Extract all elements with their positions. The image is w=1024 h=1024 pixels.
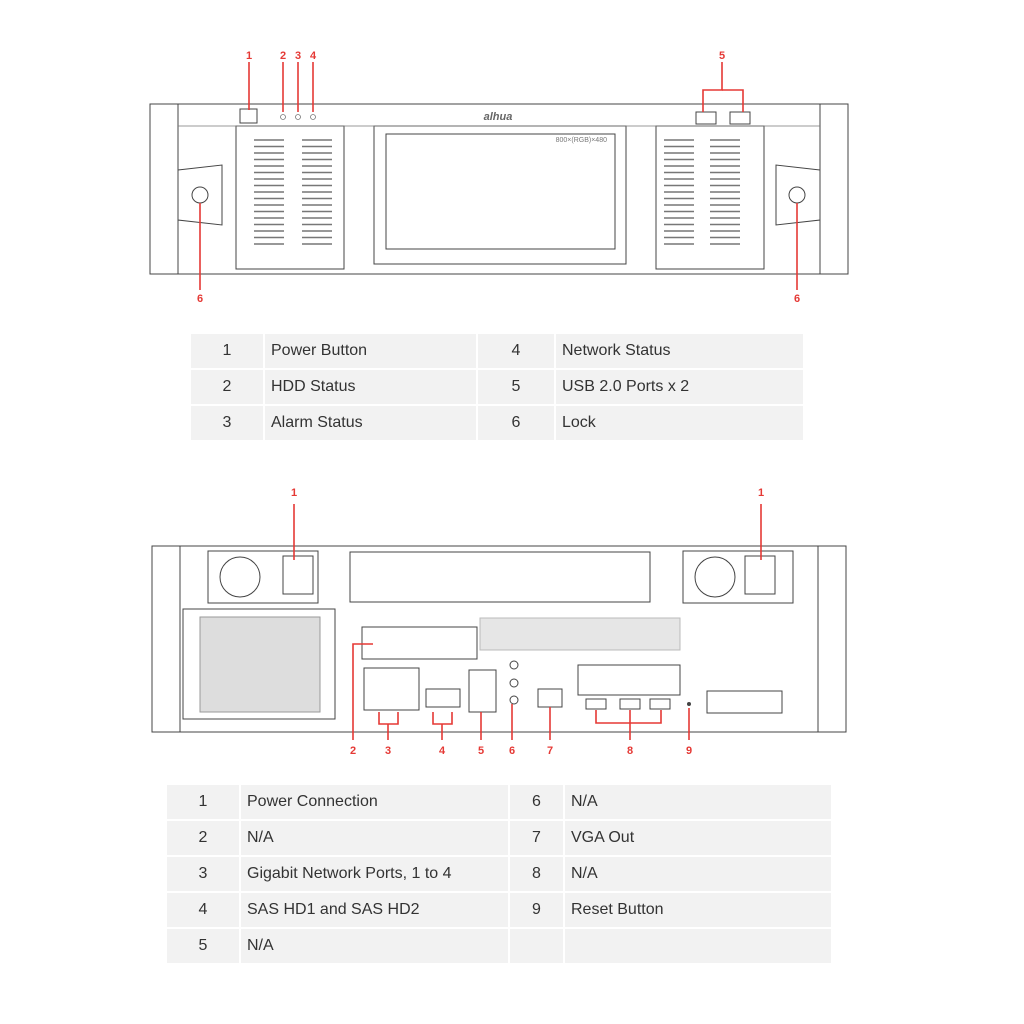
item-number: 7 [510,821,563,855]
callout-label: 5 [719,50,725,62]
callout-label: 2 [280,50,286,62]
callout-label: 9 [686,745,692,757]
item-label: Network Status [556,334,803,368]
callout-label: 6 [197,293,203,305]
item-label: USB 2.0 Ports x 2 [556,370,803,404]
callout-label: 6 [794,293,800,305]
item-label: Alarm Status [265,406,476,440]
callout-label: 6 [509,745,515,757]
rear-panel-diagram: 1 1 2 3 4 5 6 7 8 9 [151,487,847,757]
power-socket [744,555,776,595]
item-label [565,929,831,963]
callout-label: 3 [385,745,391,757]
callout-label: 1 [291,487,297,499]
item-number: 1 [191,334,263,368]
usb-port [695,111,717,125]
item-number: 6 [478,406,554,440]
item-label: SAS HD1 and SAS HD2 [241,893,508,927]
item-number: 6 [510,785,563,819]
brand-logo: alhua [484,111,513,123]
front-panel-diagram: alhua 800×(RGB)×480 1 2 3 4 5 6 6 [149,50,849,305]
item-label: N/A [241,821,508,855]
callout-label: 1 [246,50,252,62]
item-label: Lock [556,406,803,440]
item-number: 5 [478,370,554,404]
item-label: N/A [565,785,831,819]
power-socket [282,555,314,595]
callout-label: 4 [439,745,446,757]
item-number: 5 [167,929,239,963]
vga-port [537,688,563,708]
screen-resolution-label: 800×(RGB)×480 [556,137,607,144]
callout-label: 1 [758,487,764,499]
callout-label: 5 [478,745,484,757]
item-number: 4 [167,893,239,927]
item-number: 2 [167,821,239,855]
alarm-status-led [295,114,301,120]
item-label: Power Connection [241,785,508,819]
item-number: 2 [191,370,263,404]
item-label: Gigabit Network Ports, 1 to 4 [241,857,508,891]
fan-icon [219,556,261,598]
item-number: 3 [167,857,239,891]
item-label: VGA Out [565,821,831,855]
lock-icon [788,186,806,204]
callout-label: 7 [547,745,553,757]
reset-button [687,702,691,706]
item-label: Reset Button [565,893,831,927]
item-number: 8 [510,857,563,891]
item-number: 3 [191,406,263,440]
item-label: Power Button [265,334,476,368]
callout-label: 3 [295,50,301,62]
hdd-status-led [280,114,286,120]
callout-label: 4 [310,50,317,62]
item-label: N/A [565,857,831,891]
callout-label: 8 [627,745,633,757]
item-number: 1 [167,785,239,819]
network-status-led [310,114,316,120]
callout-label: 2 [350,745,356,757]
item-number [510,929,563,963]
fan-icon [694,556,736,598]
power-button [239,108,258,124]
item-number: 9 [510,893,563,927]
item-label: N/A [241,929,508,963]
usb-port [729,111,751,125]
item-label: HDD Status [265,370,476,404]
item-number: 4 [478,334,554,368]
lock-icon [191,186,209,204]
